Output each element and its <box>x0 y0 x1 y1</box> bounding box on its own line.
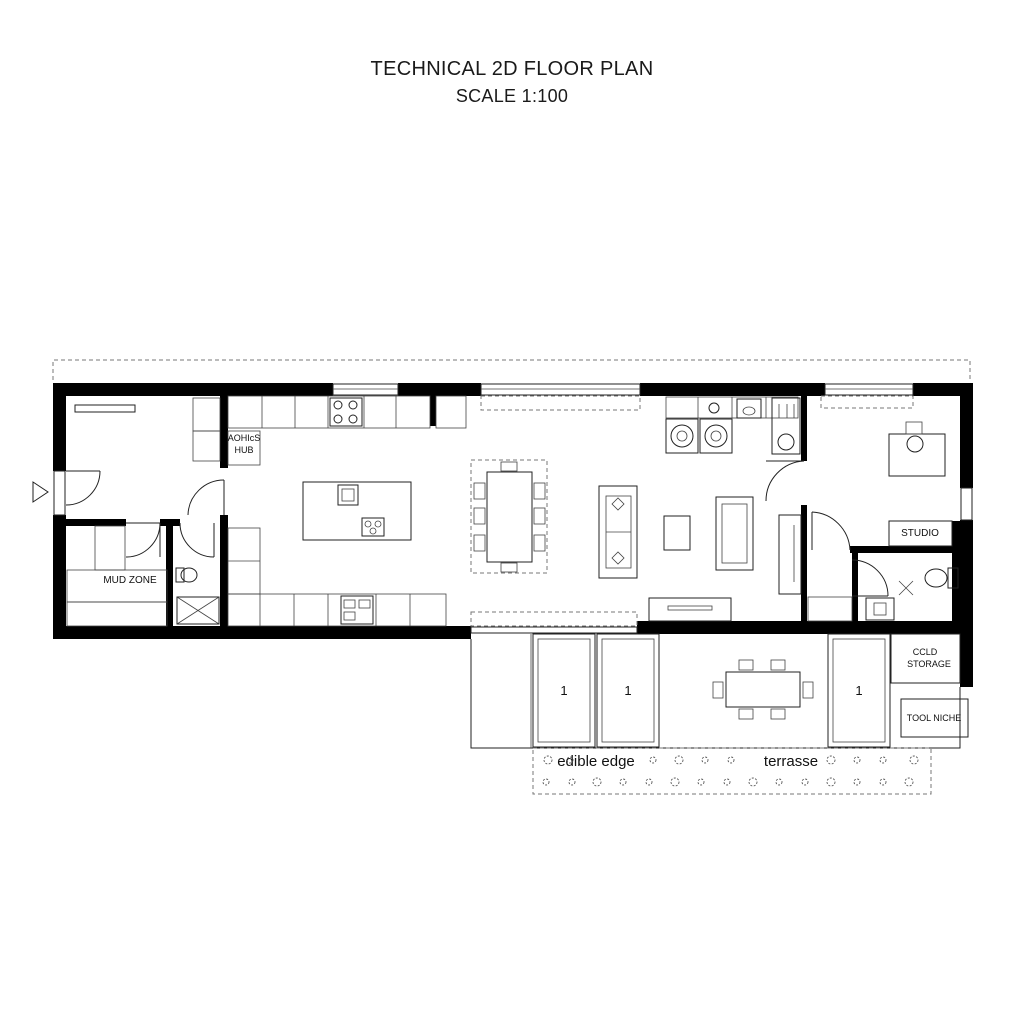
sideboard <box>648 597 732 622</box>
tv-unit <box>778 514 802 595</box>
interior-walls <box>66 396 960 626</box>
sink-icon <box>337 484 359 506</box>
plant-icon <box>670 777 680 787</box>
dining-area-outline <box>470 459 548 574</box>
boiler-icon <box>771 397 801 455</box>
desk-icon <box>888 421 946 477</box>
plant-icon <box>727 756 735 764</box>
plant-icon <box>674 755 684 765</box>
plant-icon <box>568 778 576 786</box>
kitchen-island <box>302 481 412 541</box>
plant-icon <box>853 778 861 786</box>
plant-icon <box>543 755 553 765</box>
closet-shelf <box>807 596 853 622</box>
exterior-walls <box>53 383 973 687</box>
sofa-icon <box>598 485 638 579</box>
oven-icon <box>340 595 374 625</box>
plan-scale: SCALE 1:100 <box>455 86 569 106</box>
plant-icon <box>649 756 657 764</box>
mud-zone-label: MUD ZONE <box>103 575 157 586</box>
tool-niche-box <box>900 698 969 738</box>
wall-shelf <box>74 404 136 413</box>
toilet-icon-right <box>924 567 959 589</box>
plant-icon <box>592 777 602 787</box>
armchair-icon <box>715 496 754 571</box>
edible-edge-label: edible edge <box>557 753 635 770</box>
plant-icon <box>853 756 861 764</box>
garden-bed-1 <box>532 633 596 748</box>
dining-table-icon <box>473 461 546 573</box>
studio-label: STUDIO <box>901 528 939 539</box>
plant-icon <box>879 756 887 764</box>
washer-icon <box>665 418 699 454</box>
coffee-table <box>663 515 691 551</box>
tool-niche-label: TOOL NICHE <box>907 713 962 723</box>
utility-knob-icon <box>708 402 720 414</box>
plan-title: TECHNICAL 2D FLOOR PLAN <box>370 58 654 80</box>
office-hub-label-line2: HUB <box>234 445 253 455</box>
outdoor-dining-table-icon <box>712 659 814 720</box>
garden-bed-2-label: 1 <box>624 683 631 698</box>
plant-icon <box>619 778 627 786</box>
plant-icons <box>542 755 919 787</box>
mud-zone-furniture <box>66 525 168 627</box>
office-hub-label-line1: AOHIᴄS <box>228 433 261 443</box>
plant-icon <box>566 756 574 764</box>
hub-cabinets <box>192 397 261 466</box>
fan-icon <box>898 580 914 596</box>
plant-icon <box>645 778 653 786</box>
cold-storage-label-line1: CCLD <box>913 647 938 657</box>
kitchen-counter-bottom <box>227 527 447 627</box>
dryer-icon <box>699 418 733 454</box>
cooktop-icon <box>329 397 363 427</box>
plant-icon <box>879 778 887 786</box>
edible-edge-strip <box>532 747 932 795</box>
garden-bed-3 <box>827 633 891 748</box>
island-cooktop-icon <box>361 517 385 537</box>
garden-bed-2 <box>596 633 660 748</box>
cold-storage-box <box>890 633 961 684</box>
vanity-sink-icon <box>865 597 895 621</box>
plant-icon <box>904 777 914 787</box>
plant-icon <box>775 778 783 786</box>
doors <box>65 460 889 597</box>
plant-icon <box>701 756 709 764</box>
plant-icon <box>826 755 836 765</box>
windows <box>53 383 973 634</box>
kitchen-counter-top <box>227 395 467 429</box>
cold-storage-label-line2: STORAGE <box>907 659 951 669</box>
plant-icon <box>909 755 919 765</box>
terrasse-label: terrasse <box>764 753 818 770</box>
shower-icon <box>176 596 220 625</box>
garden-bed-1-label: 1 <box>560 683 567 698</box>
laundry-counter <box>665 396 799 419</box>
entry-arrow-icon <box>32 481 49 503</box>
plant-icon <box>826 777 836 787</box>
utility-sink-icon <box>736 398 762 419</box>
terrace-outline <box>470 634 961 749</box>
studio-label-box <box>888 520 953 547</box>
plant-icon <box>723 778 731 786</box>
plant-icon <box>697 778 705 786</box>
plant-icon <box>801 778 809 786</box>
plant-icon <box>542 778 550 786</box>
toilet-icon <box>175 567 198 583</box>
garden-bed-3-label: 1 <box>855 683 862 698</box>
plant-icon <box>748 777 758 787</box>
roof-overhang-outline <box>52 359 971 380</box>
